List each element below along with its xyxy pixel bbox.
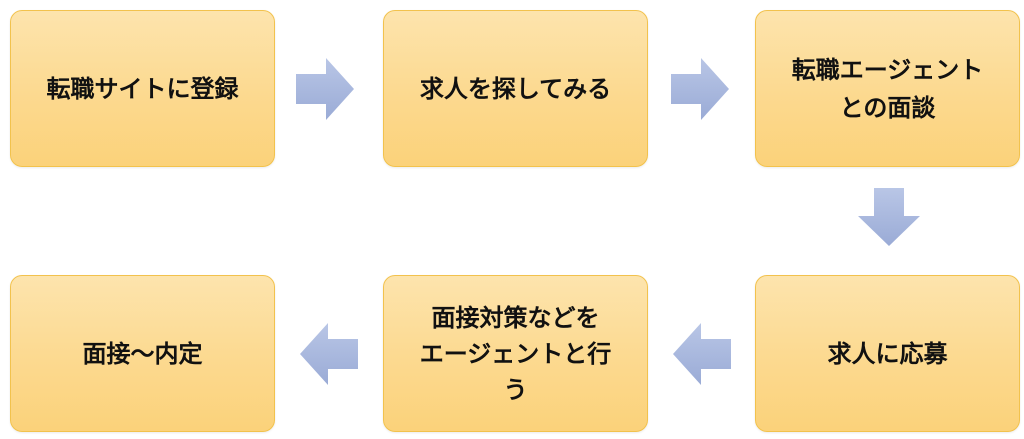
step-box-interview-offer: 面接〜内定 [10, 275, 275, 432]
step-label: 求人を探してみる [419, 74, 612, 103]
step-label: 面接対策などを エージェントと行 う [419, 303, 612, 404]
arrow-left-icon [673, 323, 731, 385]
step-label: 転職エージェント との面談 [791, 55, 984, 122]
step-label: 求人に応募 [827, 339, 948, 368]
arrow-left-icon [300, 323, 358, 385]
step-label: 面接〜内定 [82, 339, 203, 368]
arrow-down-icon [858, 188, 920, 246]
arrow-right-icon [671, 58, 729, 120]
step-box-register-site: 転職サイトに登録 [10, 10, 275, 167]
step-box-agent-interview: 転職エージェント との面談 [755, 10, 1020, 167]
step-box-search-jobs: 求人を探してみる [383, 10, 648, 167]
step-box-interview-prep: 面接対策などを エージェントと行 う [383, 275, 648, 432]
step-label: 転職サイトに登録 [46, 74, 239, 103]
arrow-right-icon [296, 58, 354, 120]
step-box-apply: 求人に応募 [755, 275, 1020, 432]
